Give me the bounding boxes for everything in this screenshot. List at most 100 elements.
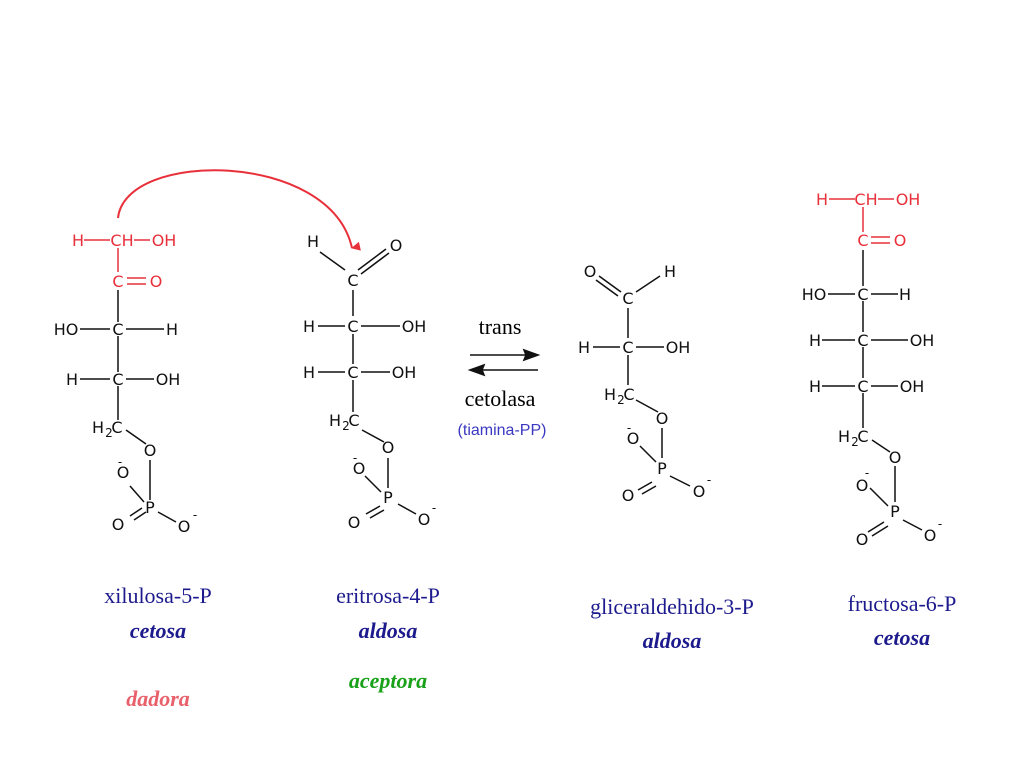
charge-minus: - bbox=[865, 466, 869, 480]
atom-h2: H bbox=[604, 385, 616, 404]
equilibrium-arrows bbox=[467, 348, 541, 377]
atom-o: O bbox=[348, 513, 361, 532]
charge-minus: - bbox=[118, 455, 122, 469]
molecule-name-eritrosa: eritrosa-4-P bbox=[336, 583, 440, 608]
molecule-type-xilulosa: cetosa bbox=[129, 618, 187, 643]
atom-h: H bbox=[66, 370, 78, 389]
atom-o: O bbox=[856, 476, 869, 495]
structure-xilulosa-5-p bbox=[80, 239, 177, 523]
atom-o: O bbox=[353, 459, 366, 478]
transfer-arrow bbox=[117, 169, 361, 251]
atom-oh: OH bbox=[152, 231, 177, 250]
enzyme-label-line1: trans bbox=[478, 314, 522, 339]
atom-h: H bbox=[72, 231, 84, 250]
atom-c: C bbox=[112, 272, 123, 291]
atom-ho: HO bbox=[54, 320, 79, 339]
atom-o: O bbox=[924, 526, 937, 545]
atom-h2: H bbox=[92, 418, 104, 437]
atom-o: O bbox=[144, 441, 157, 460]
molecule-type-fructosa: cetosa bbox=[873, 625, 931, 650]
atom-o: O bbox=[622, 486, 635, 505]
atom-o: O bbox=[112, 515, 125, 534]
atom-h: H bbox=[816, 190, 828, 209]
atoms-fructosa-6-p: H CH OH C O HO C H H C OH H C OH H 2 C O… bbox=[802, 190, 942, 549]
atom-c: C bbox=[347, 271, 358, 290]
charge-minus: - bbox=[353, 451, 357, 465]
atom-o: O bbox=[150, 272, 163, 291]
atoms-eritrosa-4-p: H C O H C OH H C OH H 2 C O O - P O O - bbox=[303, 232, 436, 532]
atom-c: C bbox=[857, 231, 868, 250]
atom-o: O bbox=[418, 510, 431, 529]
molecule-type-eritrosa: aldosa bbox=[358, 618, 418, 643]
atom-h: H bbox=[303, 317, 315, 336]
atom-oh: OH bbox=[666, 338, 691, 357]
atom-p: P bbox=[383, 488, 393, 507]
atom-o: O bbox=[178, 517, 191, 536]
atom-oh: OH bbox=[900, 377, 925, 396]
atom-c: C bbox=[347, 317, 358, 336]
atom-o: O bbox=[693, 482, 706, 501]
atom-o: O bbox=[894, 231, 907, 250]
subscript-2: 2 bbox=[342, 419, 350, 433]
atom-c: C bbox=[857, 285, 868, 304]
atom-h: H bbox=[303, 363, 315, 382]
charge-minus: - bbox=[193, 508, 197, 522]
atom-oh: OH bbox=[156, 370, 181, 389]
enzyme-label-line2: cetolasa bbox=[464, 386, 536, 411]
atom-h2: H bbox=[838, 427, 850, 446]
atom-ch: CH bbox=[854, 190, 877, 209]
charge-minus: - bbox=[432, 501, 436, 515]
atom-h: H bbox=[166, 320, 178, 339]
atom-o: O bbox=[627, 429, 640, 448]
charge-minus: - bbox=[938, 517, 942, 531]
molecule-name-gliceraldehido: gliceraldehido-3-P bbox=[590, 594, 754, 619]
atom-p: P bbox=[145, 498, 155, 517]
atom-h: H bbox=[307, 232, 319, 251]
charge-minus: - bbox=[627, 421, 631, 435]
atom-c: C bbox=[347, 363, 358, 382]
structure-eritrosa-4-p bbox=[318, 248, 417, 519]
subscript-2: 2 bbox=[105, 426, 113, 440]
atom-c: C bbox=[623, 385, 634, 404]
structure-fructosa-6-p bbox=[822, 198, 923, 537]
atom-oh: OH bbox=[910, 331, 935, 350]
structure-gliceraldehido-3-p bbox=[593, 275, 691, 495]
atom-o: O bbox=[889, 448, 902, 467]
atom-h: H bbox=[809, 377, 821, 396]
atom-h: H bbox=[578, 338, 590, 357]
atom-oh: OH bbox=[402, 317, 427, 336]
atom-o: O bbox=[584, 262, 597, 281]
atom-h: H bbox=[809, 331, 821, 350]
atom-c: C bbox=[857, 377, 868, 396]
atom-h: H bbox=[899, 285, 911, 304]
atom-c: C bbox=[348, 411, 359, 430]
atom-o: O bbox=[390, 236, 403, 255]
molecule-name-xilulosa: xilulosa-5-P bbox=[104, 583, 212, 608]
atom-c: C bbox=[622, 338, 633, 357]
atom-ho: HO bbox=[802, 285, 827, 304]
molecule-type-gliceraldehido: aldosa bbox=[642, 628, 702, 653]
atom-o: O bbox=[856, 530, 869, 549]
molecule-name-fructosa: fructosa-6-P bbox=[847, 591, 957, 616]
atom-oh: OH bbox=[392, 363, 417, 382]
atom-oh: OH bbox=[896, 190, 921, 209]
atom-h2: H bbox=[329, 411, 341, 430]
atom-c: C bbox=[111, 418, 122, 437]
atom-ch: CH bbox=[110, 231, 133, 250]
atom-c: C bbox=[622, 289, 633, 308]
atom-c: C bbox=[857, 427, 868, 446]
atom-h: H bbox=[664, 262, 676, 281]
atom-c: C bbox=[112, 320, 123, 339]
atom-p: P bbox=[657, 459, 667, 478]
atom-o: O bbox=[382, 438, 395, 457]
atom-c: C bbox=[112, 370, 123, 389]
atoms-gliceraldehido-3-p: O H C H C OH H 2 C O O - P O O - bbox=[578, 262, 711, 505]
subscript-2: 2 bbox=[617, 393, 625, 407]
atom-o: O bbox=[656, 409, 669, 428]
atom-o: O bbox=[117, 463, 130, 482]
atom-c: C bbox=[857, 331, 868, 350]
atom-p: P bbox=[890, 502, 900, 521]
role-label-acceptor: aceptora bbox=[348, 668, 428, 693]
role-label-donor: dadora bbox=[126, 686, 190, 711]
